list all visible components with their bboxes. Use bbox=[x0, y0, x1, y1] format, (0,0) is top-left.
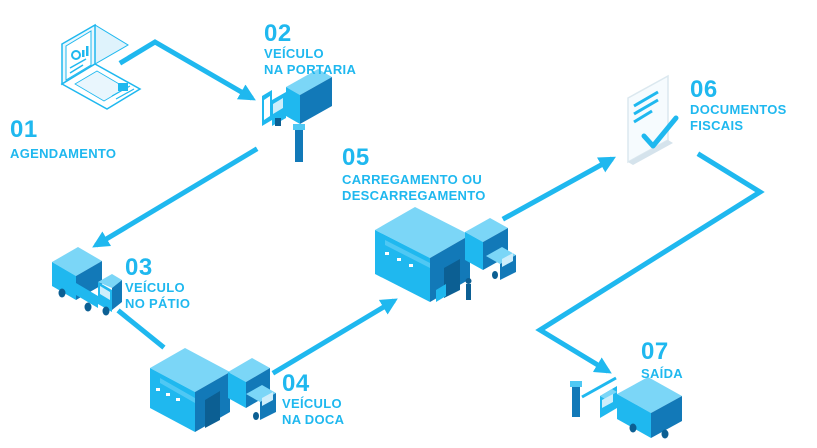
step-04-label: 04 VEÍCULO NA DOCA bbox=[282, 372, 344, 428]
document-check-icon bbox=[627, 74, 679, 165]
flow-arrows bbox=[92, 39, 765, 376]
step-title-line-2: NA DOCA bbox=[282, 412, 345, 427]
step-number: 03 bbox=[125, 254, 153, 281]
step-01-label: 01 AGENDAMENTO bbox=[10, 118, 116, 162]
step-title-line-2: FISCAIS bbox=[690, 118, 744, 133]
step-title-line-2: DESCARREGAMENTO bbox=[342, 188, 486, 203]
arrow-03-to-04 bbox=[116, 308, 166, 350]
step-06-label: 06 DOCUMENTOS FISCAIS bbox=[690, 78, 787, 134]
warehouse-truck-icon bbox=[375, 207, 516, 302]
step-number: 06 bbox=[690, 76, 718, 103]
arrow-02-to-03 bbox=[92, 146, 259, 248]
step-05-label: 05 CARREGAMENTO OU DESCARREGAMENTO bbox=[342, 146, 486, 204]
step-title-line-1: DOCUMENTOS bbox=[690, 102, 787, 117]
step-title: SAÍDA bbox=[641, 366, 683, 381]
step-03-label: 03 VEÍCULO NO PÁTIO bbox=[125, 256, 190, 312]
step-title-line-2: NA PORTARIA bbox=[264, 62, 357, 77]
arrow-05-to-06 bbox=[501, 156, 616, 222]
step-title-line-1: CARREGAMENTO OU bbox=[342, 172, 483, 187]
step-number: 01 bbox=[10, 116, 38, 143]
step-title-line-1: VEÍCULO bbox=[264, 46, 324, 61]
arrow-04-to-05 bbox=[271, 298, 398, 376]
step-number: 05 bbox=[342, 144, 370, 171]
step-title-line-1: VEÍCULO bbox=[282, 396, 342, 411]
step-title: AGENDAMENTO bbox=[10, 146, 117, 161]
step-number: 02 bbox=[264, 20, 292, 47]
step-title-line-1: VEÍCULO bbox=[125, 280, 185, 295]
step-number: 07 bbox=[641, 338, 669, 365]
step-number: 04 bbox=[282, 370, 310, 397]
exit-truck-icon bbox=[570, 376, 682, 439]
arrow-06-to-07 bbox=[535, 151, 765, 374]
laptop-icon bbox=[60, 23, 142, 110]
warehouse-truck-icon bbox=[150, 348, 276, 432]
step-title-line-2: NO PÁTIO bbox=[125, 296, 191, 311]
gate-truck-icon bbox=[262, 69, 332, 162]
step-07-label: 07 SAÍDA bbox=[641, 340, 683, 382]
truck-icon bbox=[52, 247, 122, 316]
arrow-01-to-02 bbox=[118, 39, 256, 101]
step-02-label: 02 VEÍCULO NA PORTARIA bbox=[264, 22, 356, 78]
